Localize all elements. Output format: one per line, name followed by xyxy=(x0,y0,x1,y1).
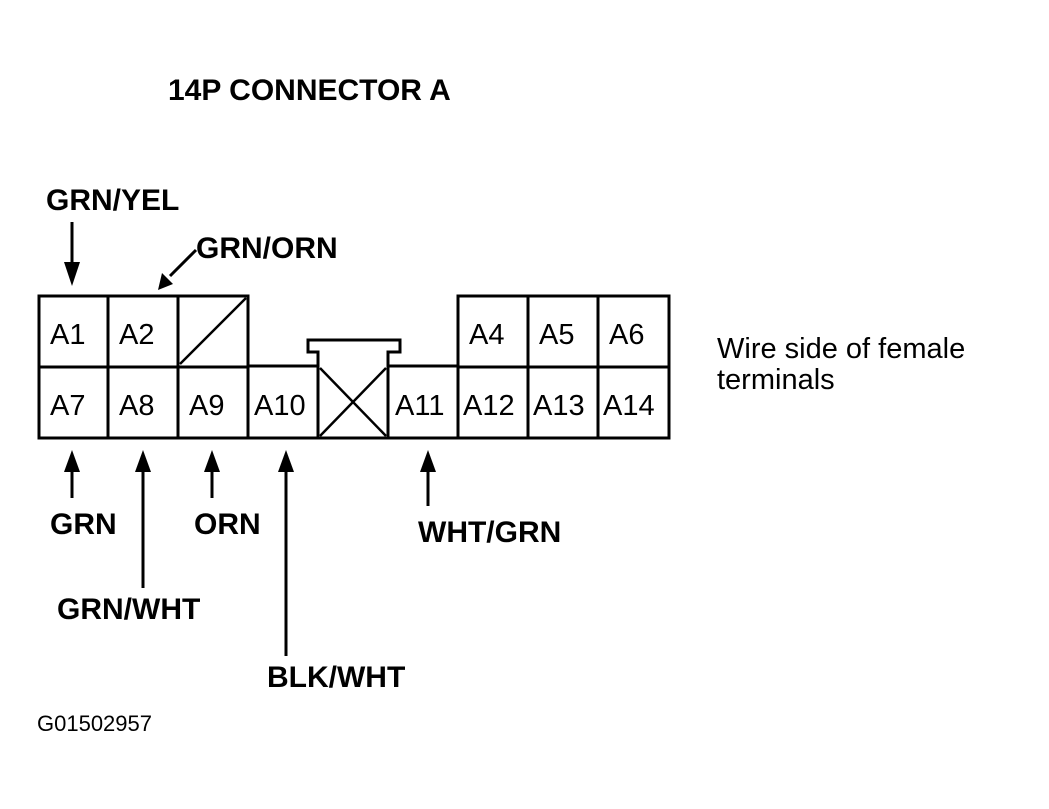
pin-a5: A5 xyxy=(539,319,574,351)
pin-a4: A4 xyxy=(469,319,504,351)
pin-a10: A10 xyxy=(254,390,306,422)
wire-arrows xyxy=(64,222,436,656)
pin-a11: A11 xyxy=(395,390,444,422)
pin-a8: A8 xyxy=(119,390,154,422)
pin-a9: A9 xyxy=(189,390,224,422)
empty-slot-slash xyxy=(179,297,247,365)
wire-label-a11: WHT/GRN xyxy=(418,516,561,549)
pin-a13: A13 xyxy=(533,390,585,422)
figure-code: G01502957 xyxy=(37,711,152,736)
wire-label-a7: GRN xyxy=(50,508,117,541)
wire-label-a8: GRN/WHT xyxy=(57,593,200,626)
wire-label-a10: BLK/WHT xyxy=(267,661,405,694)
pin-a1: A1 xyxy=(50,319,85,351)
diagram-title: 14P CONNECTOR A xyxy=(168,74,451,107)
connector-body xyxy=(37,294,671,440)
pin-a6: A6 xyxy=(609,319,644,351)
note-line-2: terminals xyxy=(717,364,835,396)
wire-label-a1: GRN/YEL xyxy=(46,184,179,217)
note-line-1: Wire side of female xyxy=(717,333,965,365)
pin-a2: A2 xyxy=(119,319,154,351)
pin-a12: A12 xyxy=(463,390,515,422)
pin-a14: A14 xyxy=(603,390,655,422)
wire-label-a2: GRN/ORN xyxy=(196,232,338,265)
pin-a7: A7 xyxy=(50,390,85,422)
wire-label-a9: ORN xyxy=(194,508,261,541)
blocked-cavity-x xyxy=(319,367,387,437)
arrow-a2 xyxy=(168,248,198,278)
